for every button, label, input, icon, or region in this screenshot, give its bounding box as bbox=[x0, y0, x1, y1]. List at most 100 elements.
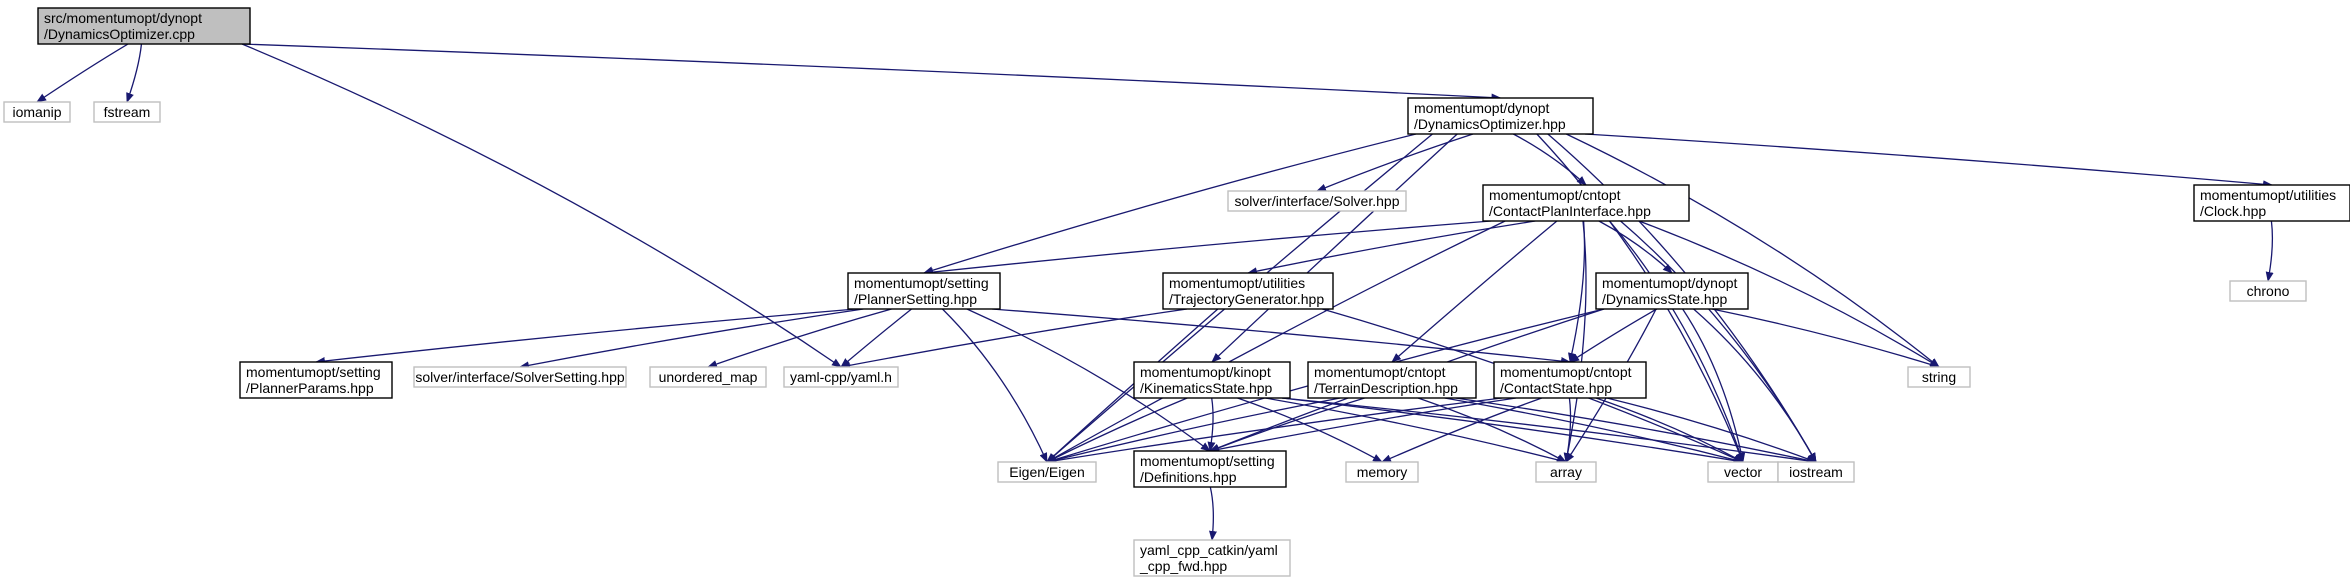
node-box bbox=[239, 361, 393, 399]
edge-dyn_state-to-iostream bbox=[1693, 308, 1817, 463]
node-label-line: /Clock.hpp bbox=[2200, 203, 2266, 219]
node-box bbox=[649, 366, 767, 388]
node-fstream: fstream bbox=[93, 101, 161, 123]
node-dyn-state[interactable]: momentumopt/dynopt/DynamicsState.hpp bbox=[1595, 272, 1749, 310]
node-vector: vector bbox=[1707, 461, 1779, 483]
node-box bbox=[2193, 184, 2350, 222]
edge-cpi-to-string bbox=[1638, 220, 1940, 368]
edge-dynopt_hpp-to-cpi bbox=[1513, 133, 1587, 186]
edge-dynopt_hpp-to-string bbox=[1565, 133, 1940, 368]
node-label-line: momentumopt/cntopt bbox=[1489, 187, 1621, 203]
node-box bbox=[997, 461, 1097, 483]
node-label-line: solver/interface/SolverSetting.hpp bbox=[415, 369, 625, 385]
node-unordered-map: unordered_map bbox=[649, 366, 767, 388]
node-box bbox=[93, 101, 161, 123]
edge-contact_state-to-iostream bbox=[1606, 397, 1817, 463]
node-label-line: momentumopt/kinopt bbox=[1140, 364, 1271, 380]
node-box bbox=[37, 7, 251, 45]
node-label-line: fstream bbox=[104, 104, 151, 120]
node-kin-state[interactable]: momentumopt/kinopt/KinematicsState.hpp bbox=[1133, 361, 1291, 399]
edge-dyn_state-to-string bbox=[1711, 308, 1940, 369]
edge-cpi-to-planner_setting bbox=[923, 220, 1492, 277]
node-box bbox=[413, 366, 627, 388]
node-label-line: momentumopt/utilities bbox=[1169, 275, 1305, 291]
node-label-line: /TerrainDescription.hpp bbox=[1314, 380, 1458, 396]
node-label-line: Eigen/Eigen bbox=[1009, 464, 1085, 480]
node-label-line: momentumopt/setting bbox=[246, 364, 381, 380]
node-label-line: _cpp_fwd.hpp bbox=[1139, 558, 1227, 574]
edge-contact_state-to-definitions bbox=[1209, 397, 1517, 454]
node-cpi[interactable]: momentumopt/cntopt/ContactPlanInterface.… bbox=[1482, 184, 1690, 222]
node-label-line: /PlannerParams.hpp bbox=[246, 380, 374, 396]
node-label-line: /PlannerSetting.hpp bbox=[854, 291, 977, 307]
node-iostream: iostream bbox=[1777, 461, 1855, 483]
node-label-line: momentumopt/dynopt bbox=[1602, 275, 1738, 291]
node-label-line: memory bbox=[1357, 464, 1408, 480]
edge-contact_state-to-eigen bbox=[1046, 397, 1503, 465]
edge-planner_setting-to-eigen bbox=[941, 308, 1048, 463]
node-label-line: /ContactState.hpp bbox=[1500, 380, 1612, 396]
node-label-line: /TrajectoryGenerator.hpp bbox=[1169, 291, 1324, 307]
edge-kin_state-to-eigen bbox=[1046, 397, 1188, 463]
edge-dyn_state-to-vector bbox=[1682, 308, 1746, 463]
node-label-line: /DynamicsOptimizer.hpp bbox=[1414, 116, 1566, 132]
node-box bbox=[1595, 272, 1749, 310]
node-box bbox=[1482, 184, 1690, 222]
node-box bbox=[1407, 97, 1594, 135]
edge-planner_setting-to-solver_setting bbox=[519, 308, 864, 370]
edge-dyn_state-to-contact_state bbox=[1569, 308, 1658, 363]
edge-contact_state-to-vector bbox=[1595, 397, 1744, 463]
node-box bbox=[1133, 539, 1291, 577]
node-clock[interactable]: momentumopt/utilities/Clock.hpp bbox=[2193, 184, 2350, 222]
edge-kin_state-to-vector bbox=[1281, 397, 1744, 465]
node-box bbox=[783, 366, 899, 388]
node-iomanip: iomanip bbox=[3, 101, 71, 123]
node-dynopt-hpp[interactable]: momentumopt/dynopt/DynamicsOptimizer.hpp bbox=[1407, 97, 1594, 135]
node-chrono: chrono bbox=[2229, 280, 2307, 302]
node-label-line: /ContactPlanInterface.hpp bbox=[1489, 203, 1651, 219]
node-traj-gen[interactable]: momentumopt/utilities/TrajectoryGenerato… bbox=[1162, 272, 1334, 310]
edge-root-to-dynopt_hpp bbox=[241, 43, 1502, 102]
node-root[interactable]: src/momentumopt/dynopt/DynamicsOptimizer… bbox=[37, 7, 251, 45]
node-solver-setting: solver/interface/SolverSetting.hpp bbox=[413, 366, 627, 388]
node-label-line: iomanip bbox=[12, 104, 61, 120]
edge-root-to-fstream bbox=[126, 43, 143, 103]
node-label-line: unordered_map bbox=[659, 369, 758, 385]
node-label-line: src/momentumopt/dynopt bbox=[44, 10, 202, 26]
node-eigen: Eigen/Eigen bbox=[997, 461, 1097, 483]
edge-planner_setting-to-yaml_h bbox=[840, 308, 912, 368]
edge-contact_state-to-array bbox=[1563, 397, 1572, 463]
nodes-layer: src/momentumopt/dynopt/DynamicsOptimizer… bbox=[3, 7, 2350, 577]
node-planner-params[interactable]: momentumopt/setting/PlannerParams.hpp bbox=[239, 361, 393, 399]
edge-terrain-to-iostream bbox=[1455, 397, 1817, 465]
node-array: array bbox=[1535, 461, 1597, 483]
edge-terrain-to-array bbox=[1417, 397, 1567, 463]
edge-cpi-to-contact_state bbox=[1568, 220, 1586, 363]
node-yaml-h: yaml-cpp/yaml.h bbox=[783, 366, 899, 388]
node-terrain[interactable]: momentumopt/cntopt/TerrainDescription.hp… bbox=[1307, 361, 1477, 399]
node-box bbox=[2229, 280, 2307, 302]
edge-cpi-to-terrain bbox=[1391, 220, 1558, 363]
edge-contact_state-to-memory bbox=[1381, 397, 1543, 463]
node-label-line: momentumopt/cntopt bbox=[1314, 364, 1446, 380]
node-label-line: /Definitions.hpp bbox=[1140, 469, 1237, 485]
edge-cpi-to-traj_gen bbox=[1247, 220, 1536, 276]
node-yaml-fwd: yaml_cpp_catkin/yaml_cpp_fwd.hpp bbox=[1133, 539, 1291, 577]
node-label-line: momentumopt/setting bbox=[854, 275, 989, 291]
node-planner-setting[interactable]: momentumopt/setting/PlannerSetting.hpp bbox=[847, 272, 1001, 310]
node-label-line: momentumopt/cntopt bbox=[1500, 364, 1632, 380]
node-box bbox=[1535, 461, 1597, 483]
node-memory: memory bbox=[1345, 461, 1419, 483]
edge-terrain-to-eigen bbox=[1046, 397, 1341, 464]
node-contact-state[interactable]: momentumopt/cntopt/ContactState.hpp bbox=[1493, 361, 1647, 399]
edge-root-to-yaml_h bbox=[241, 43, 842, 368]
node-label-line: /KinematicsState.hpp bbox=[1140, 380, 1273, 396]
edge-dynopt_hpp-to-kin_state bbox=[1211, 133, 1458, 363]
node-definitions[interactable]: momentumopt/setting/Definitions.hpp bbox=[1133, 450, 1287, 488]
node-box bbox=[1307, 361, 1477, 399]
node-box bbox=[1345, 461, 1419, 483]
edge-root-to-iomanip bbox=[36, 43, 129, 103]
node-box bbox=[1133, 361, 1291, 399]
node-solver-hpp: solver/interface/Solver.hpp bbox=[1227, 190, 1407, 212]
